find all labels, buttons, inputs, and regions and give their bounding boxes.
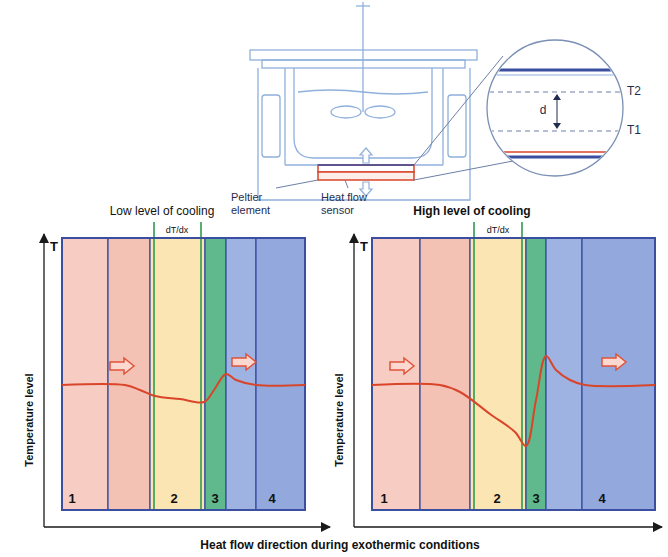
gradient-label: dT/dx bbox=[487, 225, 510, 235]
reactor-drawing bbox=[250, 50, 477, 60]
zone-band bbox=[150, 238, 205, 510]
chart-panel bbox=[62, 222, 305, 510]
leader-line bbox=[414, 161, 513, 180]
leader-line bbox=[276, 56, 513, 188]
leader-line bbox=[345, 180, 348, 188]
reactor-drawing bbox=[262, 95, 280, 157]
sensor-plates bbox=[318, 165, 414, 180]
panel-title: Low level of cooling bbox=[110, 205, 215, 219]
axis-label: T bbox=[50, 240, 58, 255]
sensor-temperature: T2 bbox=[627, 85, 641, 99]
zone-band bbox=[470, 238, 526, 510]
zone-band bbox=[62, 238, 108, 510]
reactor-drawing bbox=[262, 60, 465, 68]
panel-frame bbox=[372, 238, 655, 510]
reactor-drawing bbox=[284, 68, 285, 165]
panel-frame bbox=[62, 238, 305, 510]
zoom-detail bbox=[480, 70, 630, 157]
heat-flow-arrows bbox=[360, 148, 372, 196]
reactor-drawing bbox=[250, 2, 477, 200]
reactor-drawing bbox=[442, 68, 443, 165]
heat-flow-arrow bbox=[390, 358, 414, 374]
heat-flow-arrows bbox=[360, 148, 372, 163]
zone-number: 3 bbox=[211, 492, 218, 507]
sensor-temperature: T1 bbox=[627, 124, 641, 138]
sensor-plates bbox=[318, 164, 414, 166]
chart-panels bbox=[62, 222, 655, 510]
axis-label: T bbox=[360, 240, 368, 255]
zone-band bbox=[256, 238, 305, 510]
reactor-drawing bbox=[298, 90, 428, 94]
zone-band bbox=[108, 238, 150, 510]
axis bbox=[44, 526, 330, 527]
zone-number: 1 bbox=[380, 492, 387, 507]
zoom-detail bbox=[553, 123, 561, 129]
heat-flow-arrow bbox=[232, 354, 256, 370]
zone-band bbox=[420, 238, 470, 510]
gradient-label: dT/dx bbox=[166, 225, 189, 235]
reactor-drawing bbox=[331, 106, 361, 118]
heat-flow-arrow bbox=[110, 358, 134, 374]
zoom-detail bbox=[480, 156, 630, 159]
dimension-label: d bbox=[540, 104, 547, 118]
zone-band bbox=[526, 238, 546, 510]
part-label: Peltier element bbox=[231, 191, 293, 216]
gradient-marker bbox=[200, 222, 202, 510]
part-label: Heat flow sensor bbox=[321, 191, 383, 216]
zoom-detail bbox=[480, 131, 630, 132]
zoom-detail bbox=[480, 40, 630, 176]
sensor-plates bbox=[318, 165, 414, 172]
zone-number: 2 bbox=[493, 492, 500, 507]
zone-band bbox=[582, 238, 655, 510]
gradient-marker bbox=[521, 222, 523, 510]
axis-label: Temperature level bbox=[23, 373, 36, 466]
axis bbox=[354, 526, 662, 527]
axis bbox=[44, 234, 662, 527]
zoom-detail bbox=[480, 151, 630, 153]
temperature-curve bbox=[62, 374, 305, 403]
reactor-drawing bbox=[362, 10, 363, 112]
zone-band bbox=[226, 238, 256, 510]
axis-label: Temperature level bbox=[333, 373, 346, 466]
zone-band bbox=[546, 238, 582, 510]
zone-number: 1 bbox=[68, 492, 75, 507]
axis-title: Heat flow direction during exothermic co… bbox=[200, 539, 479, 553]
zoom-detail bbox=[553, 94, 561, 100]
reactor-drawing bbox=[362, 2, 363, 10]
zone-band bbox=[205, 238, 226, 510]
zone-number: 3 bbox=[532, 492, 539, 507]
gradient-marker bbox=[473, 222, 475, 510]
axis bbox=[43, 234, 44, 527]
zone-number: 4 bbox=[268, 492, 275, 507]
zone-number: 2 bbox=[170, 492, 177, 507]
reactor-drawing bbox=[365, 106, 395, 118]
leader-line bbox=[276, 180, 318, 188]
reactor-drawing bbox=[285, 164, 443, 165]
heat-flow-arrow bbox=[602, 354, 626, 370]
zoom-detail bbox=[480, 69, 630, 72]
chart-panel bbox=[372, 222, 655, 510]
panel-title: High level of cooling bbox=[413, 205, 530, 219]
reactor-drawing bbox=[258, 68, 470, 200]
gradient-marker bbox=[153, 222, 155, 510]
zone-band bbox=[372, 238, 420, 510]
zone-number: 4 bbox=[598, 492, 605, 507]
zoom-detail bbox=[480, 92, 630, 93]
temperature-curve bbox=[372, 356, 655, 446]
sensor-plates bbox=[318, 172, 414, 180]
reactor-drawing bbox=[294, 68, 432, 158]
axis bbox=[353, 234, 354, 527]
zoom-detail bbox=[480, 75, 630, 76]
